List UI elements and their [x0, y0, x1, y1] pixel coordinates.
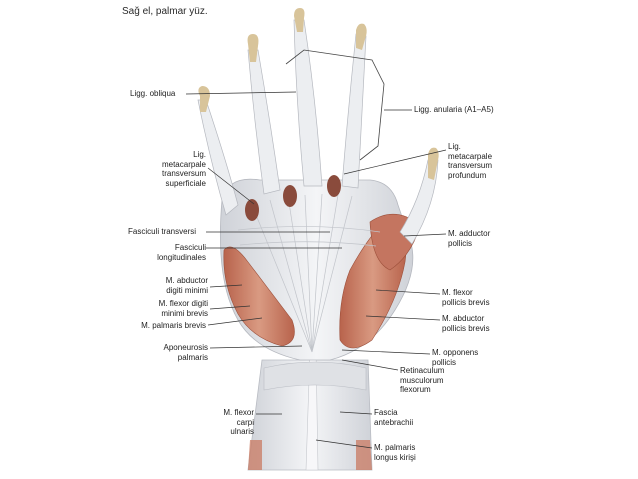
label-lig-metacarpale-profundum: Lig. metacarpale transversum profundum	[448, 142, 493, 180]
figure-title: Sağ el, palmar yüz.	[122, 6, 208, 17]
anularia-bracket	[285, 49, 385, 161]
label-m-abductor-pollicis-brevis: M. abductor pollicis brevis	[442, 314, 490, 333]
label-aponeurosis-palmaris: Aponeurosis palmaris	[163, 343, 208, 362]
label-retinaculum: Retinaculum musculorum flexorum	[400, 366, 445, 394]
retinaculum-band	[263, 361, 367, 391]
finger-little	[197, 86, 239, 216]
label-ligg-obliqua: Ligg. obliqua	[130, 89, 176, 98]
leader-lines	[185, 91, 447, 449]
forearm-muscle-left	[248, 440, 262, 470]
label-ligg-anularia: Ligg. anularia (A1–A5)	[414, 105, 494, 114]
finger-ring	[247, 34, 281, 195]
label-m-adductor-pollicis: M. adductor pollicis	[448, 229, 491, 248]
sheath-openings	[245, 175, 341, 221]
finger-thumb	[399, 147, 439, 245]
label-m-palmaris-brevis: M. palmaris brevis	[141, 321, 206, 330]
aponeurosis-fibres	[237, 193, 381, 353]
label-m-flexor-digiti-minimi-brevis: M. flexor digiti minimi brevis	[158, 299, 208, 318]
label-lig-metacarpale-superficiale: Lig. metacarpale transversum superficial…	[161, 150, 206, 188]
label-m-palmaris-longus: M. palmaris longus kirişi	[374, 443, 416, 462]
finger-middle	[293, 8, 323, 187]
label-fasciculi-transversi: Fasciculi transversi	[128, 227, 197, 236]
label-m-flexor-pollicis-brevis: M. flexor pollicis brevis	[442, 288, 490, 307]
label-m-abductor-digiti-minimi: M. abductor digiti minimi	[165, 276, 208, 295]
finger-index	[341, 23, 367, 189]
forearm-muscle-right	[356, 440, 372, 470]
label-fascia-antebrachii: Fascia antebrachii	[374, 408, 414, 427]
label-m-flexor-carpi-ulnaris: M. flexor carpi ulnaris	[223, 408, 254, 436]
label-m-opponens-pollicis: M. opponens pollicis	[432, 348, 479, 367]
hypothenar-muscle	[223, 246, 295, 347]
label-fasciculi-longitudinales: Fasciculi longitudinales	[157, 243, 206, 262]
